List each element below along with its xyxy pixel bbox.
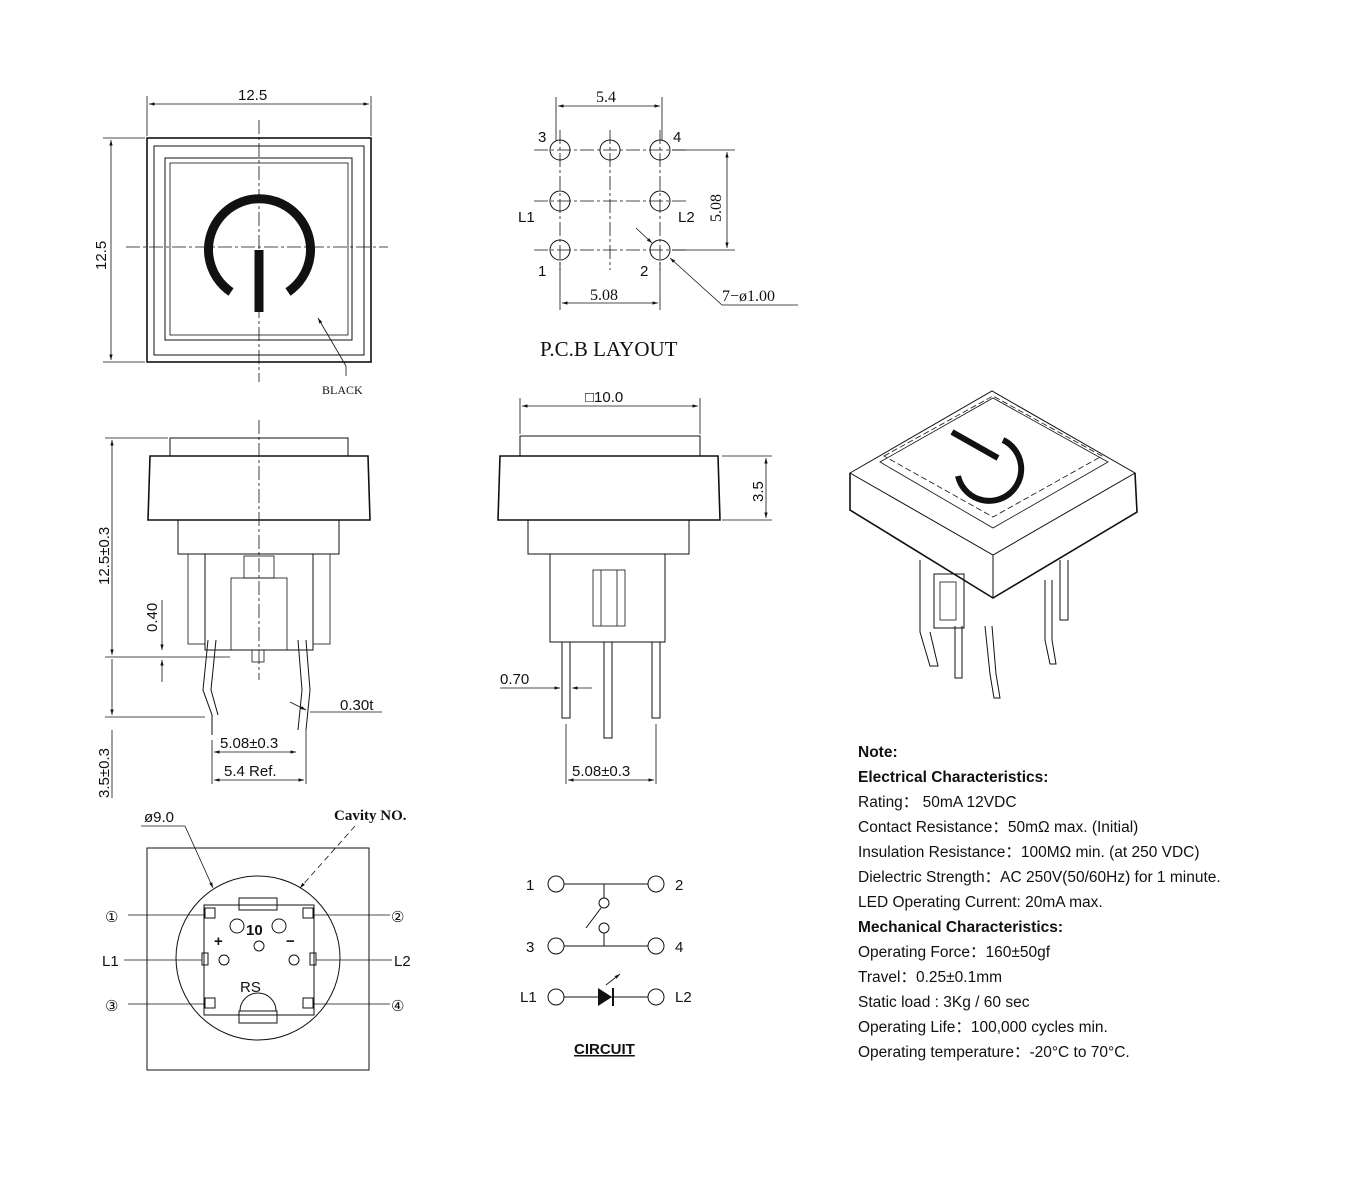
pcb-title: P.C.B LAYOUT — [540, 337, 678, 361]
power-symbol-iso-icon — [955, 437, 1025, 504]
pcb-pin-1: 1 — [538, 263, 546, 280]
pcb-pin-3: 3 — [538, 129, 546, 146]
pcb-top-dim: 5.4 — [596, 89, 616, 106]
bottom-pin-2: ② — [391, 909, 404, 926]
front-view: 12.5±0.3 0.40 3.5±0.3 0.30t 5.08±0.3 5.4… — [96, 420, 382, 798]
mechanical-line: Static load : 3Kg / 60 sec — [858, 994, 1030, 1011]
pcb-layout: 3 4 L1 L2 1 2 5.4 5.08 5.08 7−ø1.00 P.C.… — [518, 89, 798, 361]
pcb-right-dim: 5.08 — [708, 194, 725, 222]
mechanical-line: Operating temperature：-20°C to 70°C. — [858, 1044, 1130, 1061]
side-pitch-dim: 5.08±0.3 — [572, 763, 630, 780]
circuit-title: CIRCUIT — [574, 1041, 635, 1058]
bottom-pin-3: ③ — [105, 998, 118, 1015]
top-view: 12.5 12.5 BLACK — [93, 87, 388, 397]
cavity-label: Cavity NO. — [334, 808, 407, 824]
mechanical-line: Travel：0.25±0.1mm — [858, 969, 1003, 986]
plus-sign: + — [214, 933, 223, 950]
electrical-line: LED Operating Current: 20mA max. — [858, 894, 1103, 911]
circuit-pin-l2: L2 — [675, 989, 692, 1006]
minus-sign: − — [286, 933, 295, 950]
circuit-pin-4: 4 — [675, 939, 683, 956]
bottom-view: 10 RS + − ① ② ③ ④ L1 L2 ø9.0 Cavity NO. — [102, 808, 411, 1071]
mechanical-line: Operating Life：100,000 cycles min. — [858, 1019, 1108, 1036]
pcb-bottom-dim: 5.08 — [590, 287, 618, 304]
side-view: □10.0 3.5 0.70 5.08±0.3 — [497, 389, 772, 784]
bottom-pin-l1: L1 — [102, 953, 119, 970]
isometric-view — [848, 390, 1138, 699]
color-label: BLACK — [322, 383, 363, 397]
side-pin-width-dim: 0.70 — [500, 671, 529, 688]
pcb-pin-2: 2 — [640, 263, 648, 280]
bottom-pin-1: ① — [105, 909, 118, 926]
electrical-line: Contact Resistance：50mΩ max. (Initial) — [858, 819, 1139, 836]
pcb-pin-4: 4 — [673, 129, 681, 146]
circuit-pin-1: 1 — [526, 877, 534, 894]
circuit-pin-l1: L1 — [520, 989, 537, 1006]
circuit-pin-3: 3 — [526, 939, 534, 956]
front-thickness-dim: 0.30t — [340, 697, 374, 714]
front-gap-dim: 0.40 — [144, 603, 161, 632]
pcb-pin-l1: L1 — [518, 209, 535, 226]
electrical-line: Rating： 50mA 12VDC — [858, 794, 1017, 811]
side-cap-height-dim: 3.5 — [750, 481, 767, 502]
mechanical-heading: Mechanical Characteristics: — [858, 919, 1064, 936]
power-symbol-icon — [204, 194, 315, 296]
front-pin-len-dim: 3.5±0.3 — [96, 748, 113, 798]
pcb-hole-dim: 7−ø1.00 — [722, 288, 775, 305]
pcb-pin-l2: L2 — [678, 209, 695, 226]
front-ref-dim: 5.4 Ref. — [224, 763, 277, 780]
led-diode-icon — [598, 988, 612, 1006]
cavity-number: 10 — [246, 922, 263, 939]
electrical-heading: Electrical Characteristics: — [858, 769, 1049, 786]
bottom-pin-l2: L2 — [394, 953, 411, 970]
top-height-dim: 12.5 — [93, 241, 110, 270]
bottom-diameter-dim: ø9.0 — [144, 809, 174, 826]
circuit-pin-2: 2 — [675, 877, 683, 894]
side-cap-dim: □10.0 — [585, 389, 623, 406]
top-width-dim: 12.5 — [238, 87, 267, 104]
bottom-pin-4: ④ — [391, 998, 404, 1015]
mechanical-line: Operating Force：160±50gf — [858, 944, 1051, 961]
notes-heading: Note: — [858, 744, 898, 761]
rs-logo: RS — [240, 979, 261, 996]
electrical-line: Dielectric Strength：AC 250V(50/60Hz) for… — [858, 869, 1221, 886]
front-pitch-dim: 5.08±0.3 — [220, 735, 278, 752]
notes-panel: Note: Electrical Characteristics: Rating… — [858, 740, 1221, 1065]
front-height-dim: 12.5±0.3 — [96, 527, 113, 585]
circuit-diagram: 1 2 3 4 L1 L2 CIRCUIT — [520, 875, 692, 1058]
electrical-line: Insulation Resistance：100MΩ min. (at 250… — [858, 844, 1200, 861]
